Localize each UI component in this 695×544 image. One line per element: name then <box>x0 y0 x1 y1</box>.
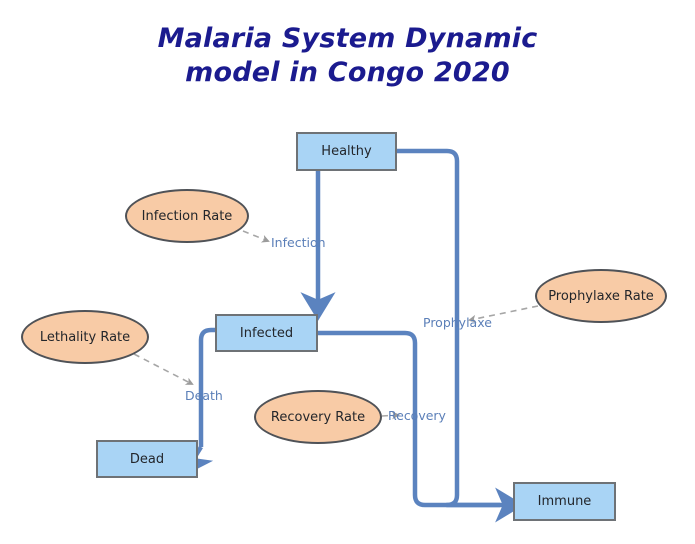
flow-prophylaxe <box>397 148 500 508</box>
rate-prophylaxe-rate-label: Prophylaxe Rate <box>548 288 654 304</box>
flow-prophylaxe-path <box>397 148 500 508</box>
stock-immune[interactable]: Immune <box>513 482 616 521</box>
flow-recovery <box>318 330 524 523</box>
stock-immune-label: Immune <box>537 494 592 509</box>
stock-infected[interactable]: Infected <box>215 314 318 352</box>
stock-healthy[interactable]: Healthy <box>296 132 397 171</box>
flow-death-path <box>198 327 215 447</box>
rate-lethality-rate[interactable]: Lethality Rate <box>21 310 149 364</box>
stock-dead-label: Dead <box>129 451 165 467</box>
stock-healthy-label: Healthy <box>321 144 372 159</box>
link-lethality-rate-to-death <box>133 353 194 385</box>
rate-lethality-rate-label: Lethality Rate <box>39 329 131 345</box>
stock-dead[interactable]: Dead <box>96 440 198 478</box>
rate-infection-rate[interactable]: Infection Rate <box>125 189 249 243</box>
link-recovery-rate-to-recovery <box>381 411 400 420</box>
flow-recovery-path <box>318 330 524 523</box>
stock-infected-label: Infected <box>239 325 294 341</box>
rate-recovery-rate[interactable]: Recovery Rate <box>254 390 382 444</box>
rate-infection-rate-label: Infection Rate <box>141 208 233 224</box>
rate-prophylaxe-rate[interactable]: Prophylaxe Rate <box>535 269 667 323</box>
rate-recovery-rate-label: Recovery Rate <box>270 409 366 425</box>
link-prophylaxe-rate-to-prophylaxe <box>468 305 539 323</box>
link-infection-rate-to-infection <box>242 230 270 243</box>
